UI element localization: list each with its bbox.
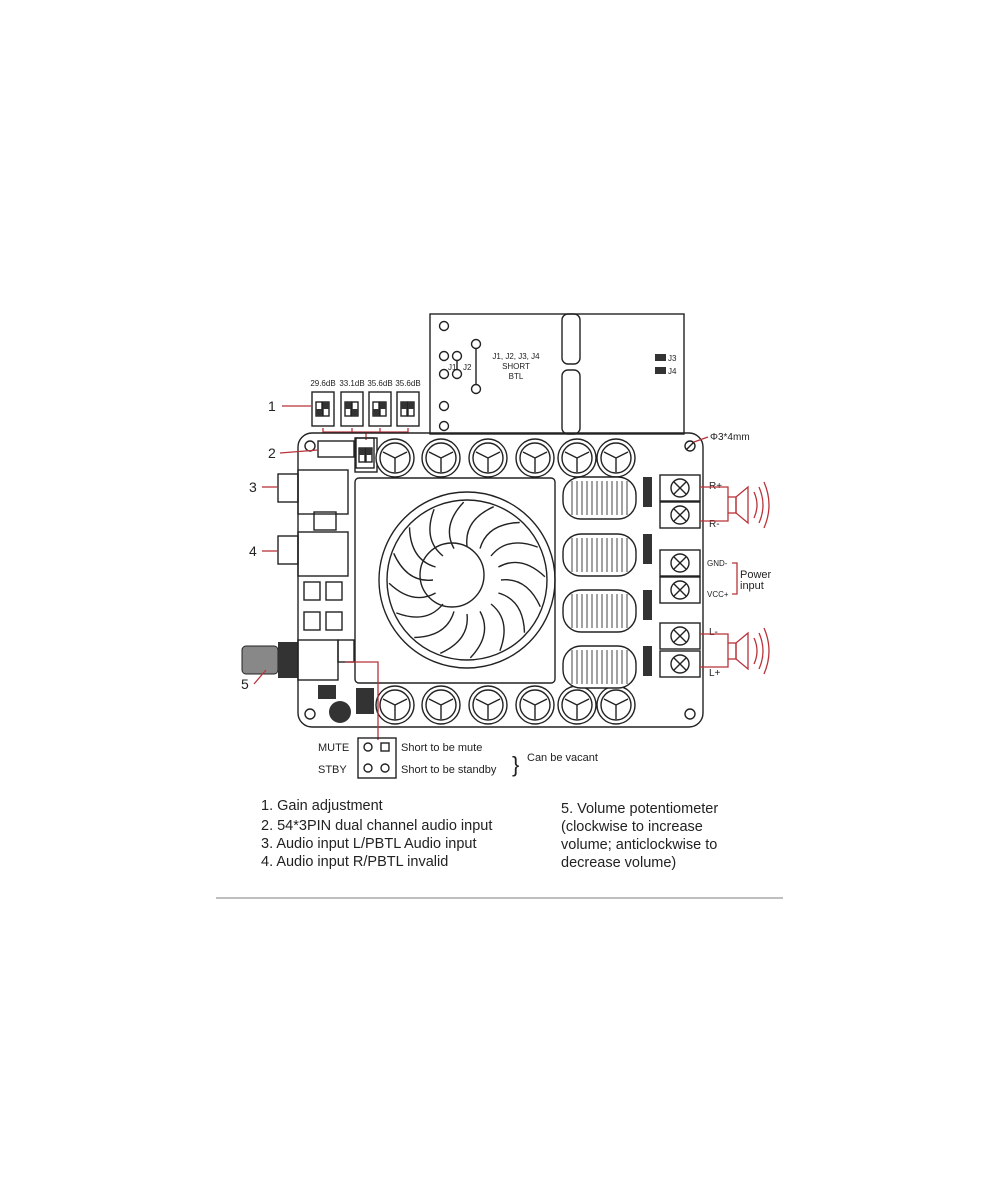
vcc-label: VCC+	[707, 590, 729, 599]
fan-blade	[393, 553, 434, 581]
power-input-label-1: Power	[740, 569, 772, 581]
r-minus-label: R-	[709, 519, 720, 530]
legend-item: volume; anticlockwise to	[561, 837, 717, 853]
jumper-note-3: BTL	[509, 372, 524, 381]
legend-item: 4. Audio input R/PBTL invalid	[261, 854, 448, 870]
fan-blade	[490, 542, 538, 557]
l-plus-label: L+	[709, 668, 721, 679]
jumper-note-1: J1, J2, J3, J4	[492, 352, 540, 361]
fan-blade	[490, 603, 505, 651]
callout-2: 2	[268, 445, 276, 461]
fan-blade	[466, 506, 494, 547]
screw-terminal	[659, 501, 701, 529]
legend-item: 5. Volume potentiometer	[561, 801, 718, 817]
legend-item: 1. Gain adjustment	[261, 798, 383, 814]
gain-label: 35.6dB	[367, 379, 392, 388]
dip-switch	[311, 391, 335, 427]
screw-terminal	[659, 622, 701, 650]
legend-item: (clockwise to increase	[561, 819, 703, 835]
capacitor	[557, 685, 597, 725]
j3-label: J3	[668, 354, 677, 363]
fan-blade	[498, 592, 526, 633]
legend-item: 2. 54*3PIN dual channel audio input	[261, 818, 492, 834]
speaker-icon	[700, 481, 770, 529]
legend-item: decrease volume)	[561, 855, 676, 871]
fan-blade	[498, 561, 546, 578]
gain-label: 29.6dB	[310, 379, 335, 388]
screw-terminal	[659, 549, 701, 577]
stby-label: STBY	[318, 764, 347, 776]
fan-blade	[388, 582, 436, 599]
callout-5: 5	[241, 676, 249, 692]
dip-switch	[396, 391, 420, 427]
fan-blade	[440, 613, 468, 654]
fan-blade	[469, 611, 486, 659]
j2-label: J2	[463, 363, 472, 372]
board	[241, 432, 704, 740]
gnd-label: GND-	[707, 559, 728, 568]
vacant-note: Can be vacant	[527, 752, 598, 764]
inductor	[562, 476, 652, 520]
callout-4: 4	[249, 543, 257, 559]
capacitor	[375, 685, 415, 725]
gain-label: 33.1dB	[339, 379, 364, 388]
capacitor	[557, 438, 597, 478]
mount-hole-label: Φ3*4mm	[710, 432, 750, 443]
callout-3: 3	[249, 479, 257, 495]
capacitor	[468, 438, 508, 478]
dip-switch	[368, 391, 392, 427]
inductor	[562, 645, 652, 689]
inductor	[562, 589, 652, 633]
fan-blade	[414, 611, 455, 639]
speaker-icon	[700, 627, 770, 675]
screw-terminal	[659, 474, 701, 502]
fan-blade	[500, 579, 541, 607]
fan-blade	[448, 501, 465, 549]
capacitor	[515, 685, 555, 725]
dip-switch	[340, 391, 364, 427]
mute-label: MUTE	[318, 742, 349, 754]
brace: }	[512, 752, 519, 777]
screw-terminal	[659, 576, 701, 604]
gain-label: 35.6dB	[395, 379, 420, 388]
callout-1: 1	[268, 398, 276, 414]
capacitor	[515, 438, 555, 478]
screw-terminal	[659, 650, 701, 678]
fan-blade	[408, 527, 436, 568]
capacitor	[421, 685, 461, 725]
j1-label: J1	[448, 363, 457, 372]
stby-desc: Short to be standby	[401, 764, 497, 776]
capacitor	[421, 438, 461, 478]
capacitor	[596, 685, 636, 725]
j4-label: J4	[668, 367, 677, 376]
fan-blade	[479, 521, 520, 549]
fan	[378, 491, 556, 669]
btl-module: J1 J2 J1, J2, J3, J4 SHORT BTL J3 J4	[429, 313, 685, 435]
gain-switches: 29.6dB 33.1dB 35.6dB 35.6dB	[282, 379, 421, 473]
power-input-label-2: input	[740, 580, 764, 592]
mute-desc: Short to be mute	[401, 742, 482, 754]
capacitor	[375, 438, 415, 478]
l-minus-label: L-	[709, 627, 718, 638]
inductor	[562, 533, 652, 577]
capacitor	[596, 438, 636, 478]
legend-item: 3. Audio input L/PBTL Audio input	[261, 836, 477, 852]
fan-blade	[396, 603, 444, 618]
capacitor	[468, 685, 508, 725]
jumper-note-2: SHORT	[502, 362, 530, 371]
fan-blade	[429, 509, 444, 557]
